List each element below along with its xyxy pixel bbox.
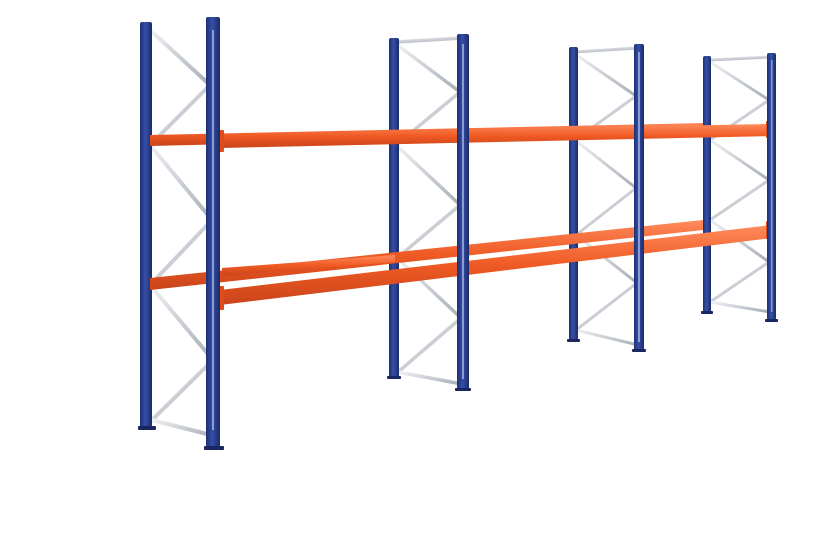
base-plates [138,311,778,450]
frame-2-rear-upright [389,38,399,378]
frame-2-bracing [393,36,464,386]
front-uprights [206,17,776,447]
lower-cross-beam-1 [222,255,395,276]
rear-beams [150,123,703,290]
upright-perforations [212,30,773,430]
rear-uprights [140,22,711,428]
frame-4-bracing [707,55,772,314]
lower-rear-beam [150,220,703,290]
frame-3-rear-upright [569,47,578,340]
front-beams [220,124,772,305]
frame-4-rear-upright [703,56,711,312]
frame-1-rear-upright [140,22,152,428]
frame-1-bracing [146,26,217,438]
frame-3-bracing [572,46,640,347]
